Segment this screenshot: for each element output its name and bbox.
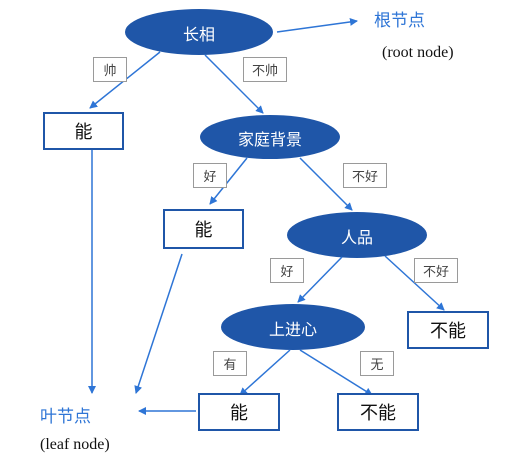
edge-not-handsome [204, 54, 264, 114]
leaf-node-annotation: 叶节点 [40, 407, 91, 427]
edge-label-character-not-good: 不好 [414, 258, 458, 283]
root-node-label: 长相 [182, 25, 215, 44]
root-pointer-arrow [276, 17, 358, 33]
edge-label-handsome: 帅 [93, 57, 127, 82]
family-node-shape [200, 115, 340, 159]
leaf-node-4: 能 [198, 393, 280, 431]
leaf-pointer-arrow-2 [134, 253, 183, 394]
edge-has [239, 349, 291, 396]
edge-label-none: 无 [360, 351, 394, 376]
edge-none [299, 349, 373, 396]
edge-family-good [209, 157, 248, 205]
leaf-node-annotation-en: (leaf node) [40, 436, 110, 453]
root-node-shape [125, 9, 273, 55]
character-node-label: 人品 [340, 228, 373, 247]
edge-character-good [297, 256, 343, 303]
leaf-node-2: 能 [163, 209, 244, 249]
ambition-node-shape [221, 304, 365, 350]
leaf-node-1: 能 [43, 112, 124, 150]
edge-label-has: 有 [213, 351, 247, 376]
edge-label-family-not-good: 不好 [343, 163, 387, 188]
leaf-node-5: 不能 [337, 393, 419, 431]
root-node-annotation-en: (root node) [382, 44, 454, 61]
edge-character-not-good [384, 255, 445, 311]
leaf-node-3: 不能 [407, 311, 489, 349]
root-node-annotation: 根节点 [374, 11, 425, 31]
family-node-label: 家庭背景 [237, 130, 302, 149]
edge-family-not-good [299, 157, 353, 211]
edge-label-character-good: 好 [270, 258, 304, 283]
character-node-shape [287, 212, 427, 258]
ambition-node-label: 上进心 [268, 320, 317, 339]
edge-label-family-good: 好 [193, 163, 227, 188]
edge-label-not-handsome: 不帅 [243, 57, 287, 82]
